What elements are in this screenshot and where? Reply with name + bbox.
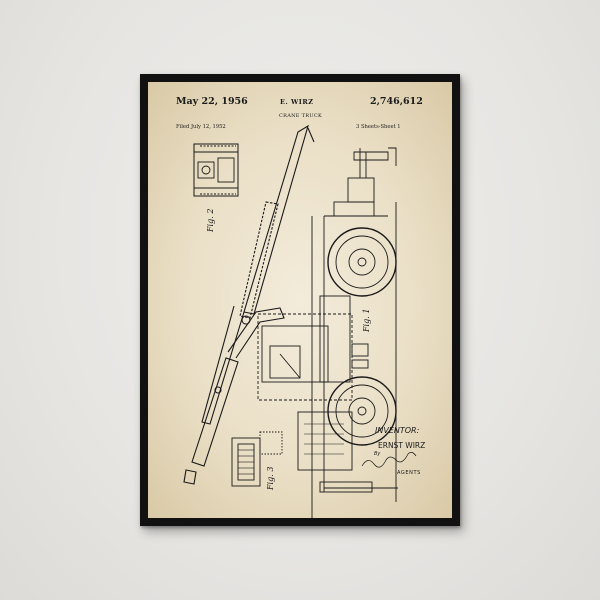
patent-number: 2,746,612	[370, 96, 423, 107]
patent-date: May 22, 1956	[176, 96, 248, 107]
rear-wheel	[327, 376, 397, 446]
patent-print: May 22, 1956 E. WIRZ 2,746,612 CRANE TRU…	[148, 82, 452, 518]
patent-filed-date: Filed July 12, 1952	[176, 124, 226, 130]
patent-sheets: 3 Sheets-Sheet 1	[356, 124, 401, 130]
inventor-name: ERNST WIRZ	[378, 441, 426, 450]
fig-3-label: Fig. 3	[266, 466, 275, 490]
truck-chassis	[257, 202, 398, 518]
poster-frame: May 22, 1956 E. WIRZ 2,746,612 CRANE TRU…	[140, 74, 460, 526]
fig-3-detail	[193, 143, 239, 197]
winch-detail	[231, 431, 283, 487]
by-label: By	[374, 451, 381, 457]
fig-1-label: Fig. 1	[362, 308, 371, 332]
crane-truck-drawing	[183, 124, 417, 518]
front-wheel	[327, 227, 397, 297]
patent-header-inventor: E. WIRZ	[280, 98, 314, 106]
hook-assembly	[324, 147, 397, 217]
agents-label: AGENTS	[397, 470, 421, 476]
fig-2-label: Fig. 2	[206, 208, 215, 232]
signature	[361, 452, 417, 468]
patent-title: CRANE TRUCK	[279, 113, 322, 119]
inventor-label: INVENTOR:	[375, 426, 420, 435]
crane-boom	[183, 124, 315, 485]
